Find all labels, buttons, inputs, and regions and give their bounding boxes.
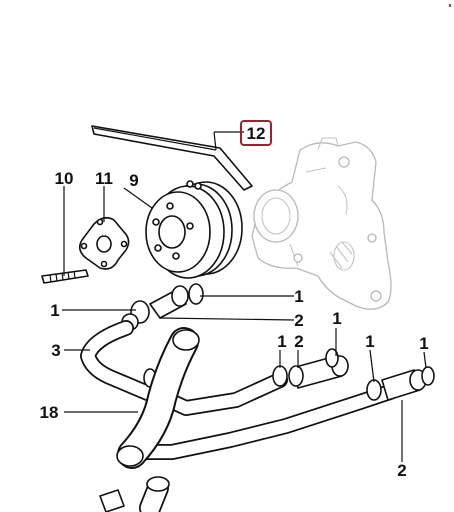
stud-bolt bbox=[41, 269, 89, 284]
callout-pipe-left: 3 bbox=[51, 341, 60, 360]
corner-mark bbox=[449, 4, 451, 7]
highlight-box bbox=[240, 120, 272, 146]
callout-clamp-right-a: 1 bbox=[365, 332, 374, 351]
callout-hub: 11 bbox=[95, 169, 113, 188]
large-hose bbox=[116, 327, 200, 469]
callout-hose-upper-right: 2 bbox=[294, 311, 303, 330]
water-pump-housing bbox=[251, 137, 392, 310]
lower-stub-pipe bbox=[99, 476, 170, 512]
callout-stud: 10 bbox=[55, 169, 74, 188]
callout-pipe-main: 18 bbox=[40, 403, 59, 422]
callout-clamp-pulley-right: 1 bbox=[294, 287, 303, 306]
pulley bbox=[145, 180, 243, 279]
callout-clamp-mid-b: 1 bbox=[332, 309, 341, 328]
left-pipe bbox=[80, 320, 158, 402]
callout-pulley: 9 bbox=[129, 171, 138, 190]
upper-coupling bbox=[121, 283, 204, 331]
right-hose-assembly bbox=[366, 366, 435, 401]
callout-hose-lower-right: 2 bbox=[397, 461, 406, 480]
drive-belt bbox=[91, 125, 253, 191]
hub-flange bbox=[78, 216, 130, 270]
mid-hose-assembly bbox=[272, 348, 349, 389]
callout-belt: 12 bbox=[247, 124, 266, 143]
callout-clamp-pulley-left: 1 bbox=[50, 301, 59, 320]
callout-clamp-right-b: 1 bbox=[419, 334, 428, 353]
leader-lines bbox=[62, 131, 427, 462]
callout-clamp-mid-a: 1 bbox=[277, 332, 286, 351]
callout-hose-mid-a: 2 bbox=[294, 332, 303, 351]
